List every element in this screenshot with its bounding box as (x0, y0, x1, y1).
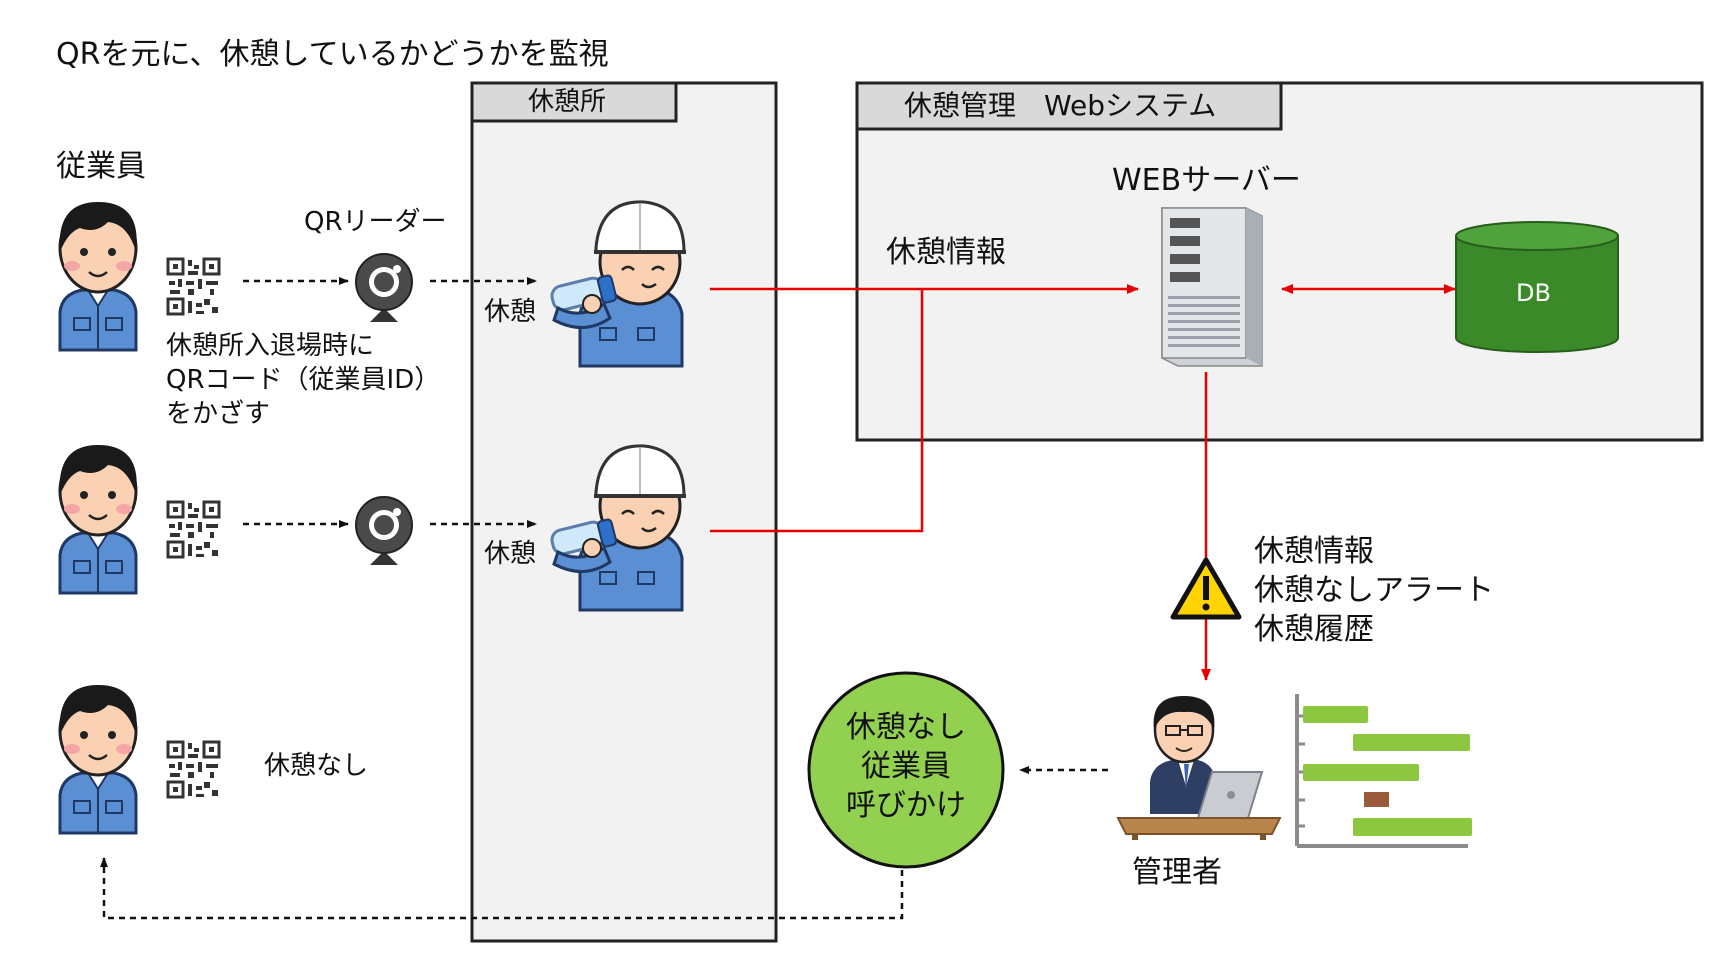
diagram-title: QRを元に、休憩しているかどうかを監視 (56, 37, 609, 72)
alert-info-text: 休憩情報 休憩なしアラート 休憩履歴 (1254, 534, 1494, 647)
web-server-icon (1161, 207, 1263, 367)
employee-1-icon (58, 200, 139, 352)
rest-area-title-bar (470, 81, 678, 123)
qr-reader-camera-icon-2 (355, 496, 413, 566)
qr-reader-label: QRリーダー (304, 207, 447, 237)
rest-info-line-2 (710, 289, 924, 533)
callout-to-employee-arrow (100, 857, 904, 920)
rest-label-1: 休憩 (484, 297, 537, 327)
web-system-title: 休憩管理 Webシステム (904, 89, 1217, 122)
qr-reader-camera-icon-1 (355, 253, 413, 323)
web-server-label: WEBサーバー (1112, 163, 1301, 198)
employee-2-icon (58, 443, 139, 595)
qr-code-icon-1 (164, 255, 224, 319)
callout-circle (807, 671, 1005, 869)
qr-code-icon-2 (164, 498, 224, 562)
rest-label-2: 休憩 (484, 539, 537, 569)
no-rest-label: 休憩なし (264, 751, 369, 781)
gantt-chart-icon (1295, 694, 1472, 848)
qr-code-icon-3 (164, 738, 224, 802)
web-system-title-bar (855, 81, 1283, 131)
manager-icon (1116, 696, 1282, 840)
manager-label: 管理者 (1132, 855, 1222, 890)
callout-text: 休憩なし 従業員 呼びかけ (846, 710, 966, 823)
warning-icon (1170, 557, 1242, 620)
employees-label: 従業員 (56, 149, 146, 184)
rest-area-title: 休憩所 (528, 87, 607, 117)
rest-info-label: 休憩情報 (886, 235, 1006, 270)
employee-3-icon (58, 683, 139, 835)
database-icon (1455, 221, 1619, 353)
scan-instruction-note: 休憩所入退場時に QRコード（従業員ID） をかざす (166, 331, 441, 429)
database-label: DB (1516, 279, 1551, 307)
